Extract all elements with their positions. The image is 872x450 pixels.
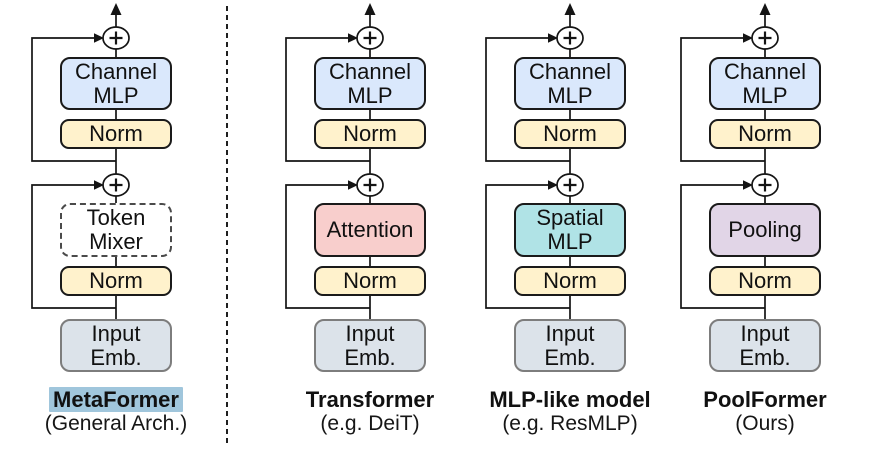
column-title: MetaFormer	[16, 387, 216, 412]
skip-connection-bottom-line	[285, 184, 370, 309]
input-embedding-box: Input Emb.	[514, 319, 626, 372]
output-arrow-icon	[759, 3, 771, 15]
column-title: PoolFormer	[665, 388, 865, 412]
channel-mlp-box: Channel MLP	[314, 57, 426, 110]
skip-connection-bottom-line	[485, 184, 570, 309]
highlighted-title-text: MetaFormer	[49, 387, 183, 412]
add-icon-top	[356, 26, 384, 50]
skip-arrowhead-bottom-icon	[348, 180, 358, 190]
norm-box-bottom: Norm	[709, 266, 821, 296]
norm-box-bottom: Norm	[514, 266, 626, 296]
channel-mlp-box: Channel MLP	[709, 57, 821, 110]
skip-connection-bottom-line	[31, 184, 116, 309]
title-text: Transformer	[305, 387, 435, 412]
flow-wires	[31, 3, 130, 320]
norm-box-top: Norm	[314, 119, 426, 149]
column-title: Transformer	[270, 388, 470, 412]
norm-box-top: Norm	[709, 119, 821, 149]
spatial-mlp-box: Spatial MLP	[514, 203, 626, 257]
skip-connection-bottom-line	[680, 184, 765, 309]
column-subtitle: (Ours)	[735, 412, 795, 435]
flow-wires	[285, 3, 384, 320]
skip-arrowhead-top-icon	[94, 33, 104, 43]
column-subtitle: (e.g. ResMLP)	[502, 412, 638, 435]
norm-box-bottom: Norm	[314, 266, 426, 296]
channel-mlp-box: Channel MLP	[60, 57, 172, 110]
output-arrow-icon	[364, 3, 376, 15]
arch-column-metaformer: Channel MLP Norm Token Mixer Norm Input …	[16, 0, 216, 450]
flow-wires	[485, 3, 584, 320]
skip-arrowhead-bottom-icon	[548, 180, 558, 190]
arch-column-transformer: Channel MLP Norm Attention Norm Input Em…	[270, 0, 470, 450]
skip-connection-top-line	[680, 37, 765, 162]
arch-column-mlp-like: Channel MLP Norm Spatial MLP Norm Input …	[470, 0, 670, 450]
skip-arrowhead-bottom-icon	[94, 180, 104, 190]
skip-connection-top-line	[485, 37, 570, 162]
title-text: PoolFormer	[703, 387, 827, 412]
add-icon-bottom	[102, 173, 130, 197]
add-icon-bottom	[556, 173, 584, 197]
column-subtitle: (General Arch.)	[44, 412, 188, 435]
channel-mlp-box: Channel MLP	[514, 57, 626, 110]
input-embedding-box: Input Emb.	[314, 319, 426, 372]
column-title: MLP-like model	[470, 388, 670, 412]
pooling-box: Pooling	[709, 203, 821, 257]
token-mixer-box: Token Mixer	[60, 203, 172, 257]
output-arrow-icon	[110, 3, 122, 15]
flow-wires	[680, 3, 779, 320]
input-embedding-box: Input Emb.	[60, 319, 172, 372]
norm-box-top: Norm	[60, 119, 172, 149]
skip-arrowhead-top-icon	[743, 33, 753, 43]
add-icon-top	[751, 26, 779, 50]
add-icon-bottom	[356, 173, 384, 197]
title-text: MLP-like model	[489, 387, 651, 412]
skip-connection-top-line	[285, 37, 370, 162]
attention-box: Attention	[314, 203, 426, 257]
skip-connection-top-line	[31, 37, 116, 162]
column-divider-dashed	[226, 6, 228, 444]
norm-box-top: Norm	[514, 119, 626, 149]
output-arrow-icon	[564, 3, 576, 15]
add-icon-bottom	[751, 173, 779, 197]
column-subtitle: (e.g. DeiT)	[320, 412, 420, 435]
skip-arrowhead-top-icon	[548, 33, 558, 43]
arch-column-poolformer: Channel MLP Norm Pooling Norm Input Emb.…	[665, 0, 865, 450]
skip-arrowhead-top-icon	[348, 33, 358, 43]
add-icon-top	[102, 26, 130, 50]
norm-box-bottom: Norm	[60, 266, 172, 296]
skip-arrowhead-bottom-icon	[743, 180, 753, 190]
input-embedding-box: Input Emb.	[709, 319, 821, 372]
add-icon-top	[556, 26, 584, 50]
